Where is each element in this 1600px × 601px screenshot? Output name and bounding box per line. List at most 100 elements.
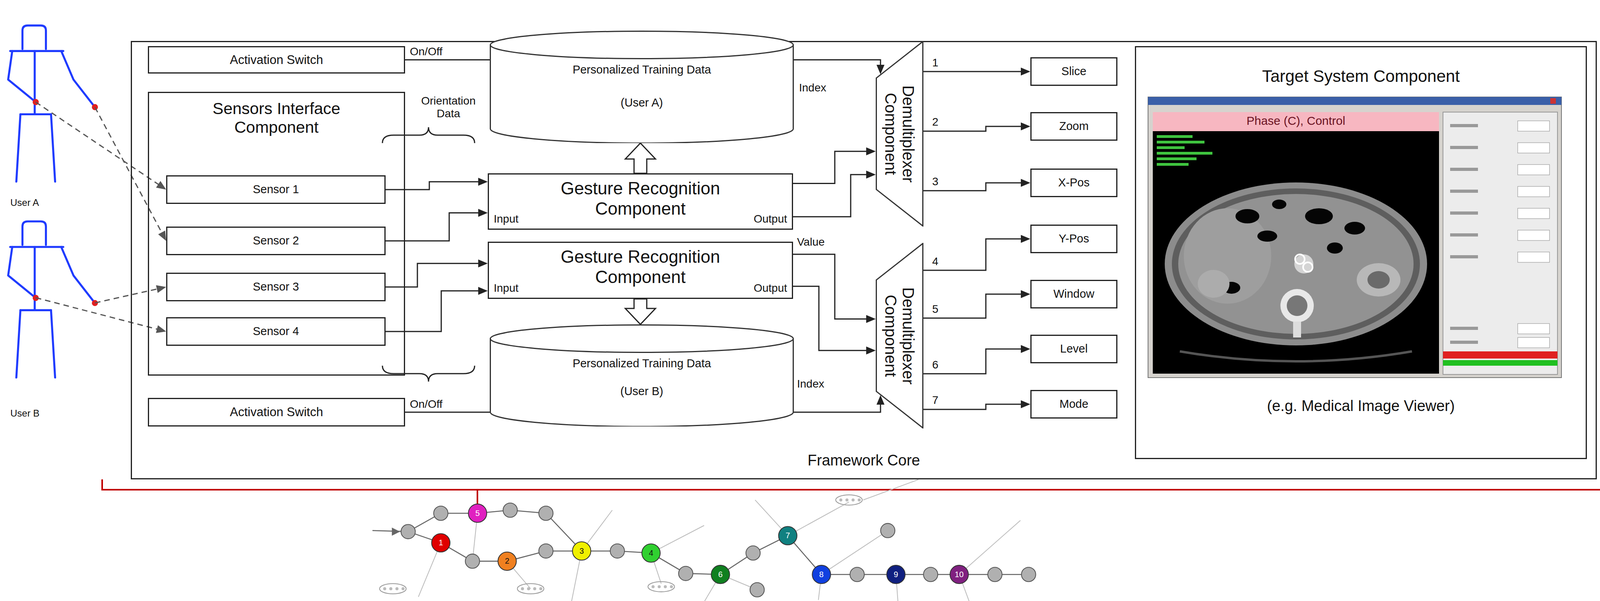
connector-line xyxy=(923,349,1026,374)
connector-line xyxy=(35,297,162,331)
edge-label: 5 xyxy=(932,302,941,316)
state-number: 3 xyxy=(572,546,591,556)
arrowhead xyxy=(1020,234,1031,243)
connector xyxy=(923,122,1031,132)
edge-label: 1 xyxy=(932,56,941,70)
node-subtext: Input xyxy=(493,281,520,295)
connector-line xyxy=(793,174,871,217)
switch-box: Activation Switch xyxy=(147,46,406,74)
edge-label: 7 xyxy=(932,393,941,407)
connector xyxy=(923,234,1031,271)
node-text: Y-Pos xyxy=(1031,232,1117,246)
node-text: Sensor 2 xyxy=(167,234,385,248)
state-number: 1 xyxy=(431,538,450,548)
connector-line xyxy=(923,182,1026,191)
connector xyxy=(923,290,1031,319)
state-number: 10 xyxy=(950,570,969,580)
node-text: Sensors Interface Component xyxy=(189,99,365,137)
output-box: Mode xyxy=(1030,389,1118,419)
node-text: Activation Switch xyxy=(149,405,404,420)
cylinder-outline xyxy=(489,30,794,144)
edge-label: 3 xyxy=(932,175,941,189)
state-graph xyxy=(372,479,1036,601)
node-subtext: Output xyxy=(752,212,788,226)
connector-line xyxy=(35,102,163,187)
node-text: Activation Switch xyxy=(149,52,404,68)
output-box: Slice xyxy=(1030,57,1118,86)
state-number: 8 xyxy=(812,570,831,580)
connector xyxy=(385,287,488,332)
node-text: Sensor 1 xyxy=(167,182,385,196)
node-text: Personalized Training Data xyxy=(489,356,794,371)
connector-line xyxy=(923,294,1026,319)
trapezoid xyxy=(876,243,924,429)
node-text: Target System Component xyxy=(1136,66,1586,86)
connector xyxy=(385,208,488,241)
edge-label: 2 xyxy=(932,115,941,129)
arrowhead xyxy=(1020,400,1031,409)
node-text: Sensor 4 xyxy=(167,324,385,338)
edge-label: On/Off xyxy=(409,45,445,59)
cylinder-body xyxy=(490,44,794,144)
stick-figure xyxy=(8,221,99,378)
connector-line xyxy=(95,288,162,303)
node-text: Zoom xyxy=(1031,119,1117,133)
arrowhead xyxy=(1020,178,1031,187)
sensor-box: Sensor 3 xyxy=(166,272,386,302)
interface-group: Sensors Interface ComponentSensor 1 Senso… xyxy=(147,91,406,376)
arrowhead xyxy=(158,230,167,241)
edge-label: 6 xyxy=(932,358,941,372)
connector-line xyxy=(923,126,1026,132)
state-number: 7 xyxy=(778,531,798,541)
connector-line xyxy=(923,238,1026,271)
output-box: Zoom xyxy=(1030,112,1118,141)
database-cylinder: Personalized Training Data(User A) xyxy=(489,30,794,144)
node-text: Gesture Recognition Component xyxy=(533,178,748,219)
connector xyxy=(793,147,876,184)
sensor-box: Sensor 2 xyxy=(166,226,386,256)
connector-line xyxy=(923,71,1026,73)
arrowhead xyxy=(155,285,167,293)
state-number: 9 xyxy=(886,570,906,580)
connector xyxy=(625,143,656,174)
curly-brace xyxy=(382,365,475,382)
connector xyxy=(923,345,1031,374)
demultiplexer-shape: Demultiplexer Component xyxy=(875,40,924,227)
arrowhead xyxy=(478,287,488,295)
red-bracket xyxy=(102,479,1600,505)
node-subtext: (e.g. Medical Image Viewer) xyxy=(1136,397,1586,416)
state-number: 5 xyxy=(468,508,487,518)
node-subtext: (User B) xyxy=(489,384,794,398)
connector xyxy=(793,170,876,217)
cylinder-top xyxy=(490,325,794,353)
screen-header-text: Phase (C), Control xyxy=(1152,114,1440,128)
cylinder-outline xyxy=(489,324,794,427)
arrowhead xyxy=(155,325,167,333)
node-text: X-Pos xyxy=(1031,176,1117,190)
process-box: Gesture Recognition ComponentInputOutput xyxy=(487,241,794,299)
arrowhead xyxy=(1020,290,1031,299)
arrowhead xyxy=(1020,67,1031,76)
arrowhead xyxy=(866,314,876,323)
edge-label: 4 xyxy=(932,255,941,268)
node-text: Mode xyxy=(1031,397,1117,411)
node-text: Framework Core xyxy=(131,451,1596,470)
arrowhead xyxy=(478,208,488,217)
framework-boundary: Framework CoreActivation SwitchSensors I… xyxy=(130,40,1597,480)
stick-figure xyxy=(8,25,99,182)
signal-name: Index xyxy=(797,377,827,391)
connector xyxy=(35,297,167,334)
curly-brace xyxy=(382,127,475,144)
process-box: Gesture Recognition ComponentInputOutput xyxy=(487,173,794,230)
output-box: Y-Pos xyxy=(1030,224,1118,254)
arrowhead xyxy=(1020,345,1031,353)
arrowhead xyxy=(866,170,876,179)
connector-line xyxy=(793,286,871,351)
switch-box: Activation Switch xyxy=(147,397,406,427)
cylinder-top xyxy=(490,31,794,59)
node-text: Window xyxy=(1031,287,1117,301)
annotation-text: Orientation Data xyxy=(414,94,483,121)
demultiplexer-shape: Demultiplexer Component xyxy=(875,242,924,429)
state-number: 6 xyxy=(711,570,730,580)
